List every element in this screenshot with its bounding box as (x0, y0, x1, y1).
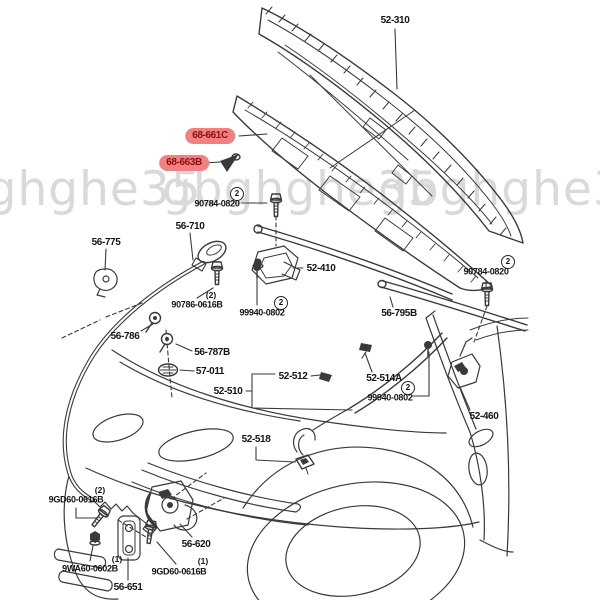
qty-badge-90786-0616B: (2) (205, 289, 217, 300)
clip-52-518 (295, 454, 315, 475)
part-label-56-795B: 56-795B (381, 308, 417, 319)
fender-vent-upper (468, 428, 494, 448)
cable-spring-coil (92, 499, 134, 514)
part-label-52-510: 52-510 (213, 386, 243, 397)
leader-lines (75, 28, 487, 581)
hood-release-cable (62, 240, 227, 536)
clip-56-775 (93, 268, 118, 298)
qty-badge-90784-0820-right: 2 (501, 255, 515, 269)
dashed-reference-lines (61, 215, 488, 538)
part-label-52-514A: 52-514A (366, 373, 402, 384)
part-label-68-661C-highlighted: 68-661C (185, 128, 235, 144)
bolt-90786-0616B (210, 261, 224, 286)
part-label-99940-0802-lower: 99940-0802 (367, 392, 413, 403)
clip-52-512 (319, 372, 332, 382)
watermark-text-right: gbghghe35 (378, 162, 600, 217)
hose-hook (292, 428, 316, 456)
part-label-56-786: 56-786 (110, 331, 140, 342)
car-body-outline (53, 310, 514, 600)
hood-seal-strip (253, 224, 453, 301)
bolt-90784-0820-left (269, 193, 283, 218)
headlight-cover-right (158, 428, 234, 462)
part-label-52-310: 52-310 (380, 15, 410, 26)
part-label-68-663B-highlighted: 68-663B (159, 155, 209, 171)
part-label-56-775: 56-775 (91, 237, 121, 248)
grommet-57-011 (157, 363, 179, 377)
part-label-52-518: 52-518 (241, 434, 271, 445)
fender-vent-lower (468, 452, 488, 486)
grommet-56-787B (159, 332, 174, 353)
qty-badge-9GD60-0616B-left: (2) (94, 484, 106, 495)
watermark-text-middle: gbghghe35 (162, 162, 439, 217)
bolt-9GD60-0616B-left (88, 503, 113, 530)
part-label-90786-0616B: 90786-0616B (171, 299, 223, 310)
cowl-side-latch (447, 337, 481, 389)
part-label-90784-0820-left: 90784-0820 (194, 198, 240, 209)
seal-strip-56-795B (377, 279, 528, 332)
hood-latch-assembly (144, 480, 198, 532)
grommet-56-786 (145, 311, 162, 333)
part-label-57-011: 57-011 (195, 366, 225, 377)
qty-badge-90784-0820-left: 2 (230, 187, 244, 201)
hood-inner-panel (232, 95, 493, 292)
part-label-90784-0820-right: 90784-0820 (463, 266, 509, 277)
part-label-52-460: 52-460 (469, 411, 499, 422)
latch-bracket (117, 515, 141, 561)
qty-badge-9WA60-0602B: (1) (111, 553, 123, 564)
part-label-56-787B: 56-787B (194, 347, 230, 358)
qty-badge-99940-0802-lower: 2 (401, 381, 415, 395)
part-label-56-620: 56-620 (181, 539, 211, 550)
inner-hood-hatching (247, 101, 477, 283)
part-label-52-512: 52-512 (278, 371, 308, 382)
nut-9WA60-0602B (89, 531, 101, 546)
qty-badge-99940-0802-upper: 2 (274, 296, 288, 310)
part-label-9GD60-0616B-left: 9GD60-0616B (48, 494, 104, 505)
watermark-text-left: gbghghe35 (0, 162, 202, 217)
part-label-9GD60-0616B-right: 9GD60-0616B (151, 566, 207, 577)
qty-badge-9GD60-0616B-right: (1) (197, 555, 209, 566)
front-wheel (246, 481, 466, 600)
part-label-56-710: 56-710 (175, 221, 205, 232)
part-label-52-410: 52-410 (306, 263, 336, 274)
wheel-arch (242, 446, 474, 528)
part-label-56-651: 56-651 (113, 582, 143, 593)
part-label-9WA60-0602B: 9WA60-0602B (62, 563, 118, 574)
part-label-99940-0802-upper: 99940-0802 (239, 307, 285, 318)
headlight-cover-left (92, 413, 144, 443)
hood-edge-hatching (265, 6, 507, 236)
hood-outer-panel (258, 6, 524, 244)
fastener-68-663B (220, 153, 241, 172)
